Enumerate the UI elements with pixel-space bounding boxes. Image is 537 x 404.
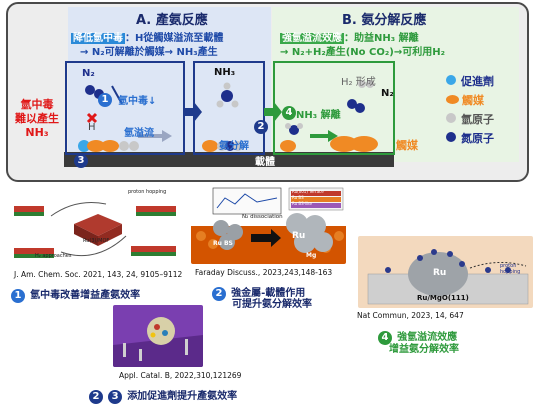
caption-applcatal-badge-b: 3: [108, 390, 123, 404]
step-1-badge: 1: [98, 93, 112, 107]
caption-natcommun-line2: 增益氨分解效率: [389, 344, 459, 355]
arrow-a-to-b: [184, 102, 202, 122]
label-h-spillover: 氫溢流: [124, 128, 154, 139]
green-arrow: [310, 130, 338, 142]
hydrogen-swatch-icon: [446, 113, 456, 123]
fd-mg-label: Mg: [306, 252, 317, 259]
section-a-line2: → N₂可解離於觸媒→ NH₃產生: [80, 47, 218, 58]
catalyst-cluster-1: [78, 140, 139, 152]
caption-jacs-badge: 1: [11, 289, 25, 303]
hydrogen-poison-tag: 降低氫中毒: [71, 33, 125, 44]
legend-item-catalyst: 觸媒: [446, 91, 494, 110]
fd-rubs-label: Ru BS: [213, 240, 233, 247]
legend-item-hydrogen: 氫原子: [446, 110, 494, 129]
step-4-badge: 4: [282, 106, 296, 120]
faraday-figure: [191, 186, 346, 264]
caption-applcatal-text: 添加促進劑提升產氨效率: [127, 391, 238, 402]
catalyst-cluster-3: [280, 136, 378, 152]
applcatal-figure: [113, 305, 203, 367]
caption-applcatal-badge-a: 2: [89, 390, 103, 404]
caption-natcommun: 4 強氫溢流效應: [378, 325, 457, 345]
jacs-h2-label: H₂ approaches: [35, 253, 72, 259]
section-a-line1-rest: ：H從觸媒溢流至載體: [125, 33, 224, 44]
citation-applcatal: Appl. Catal. B, 2022,310,121269: [119, 371, 242, 380]
spillover-tag: 強氫溢流效應: [280, 33, 344, 44]
section-b-line1-rest: ：助益NH₃ 解離: [344, 33, 419, 44]
arrow-down-1: [111, 85, 123, 105]
fd-legend1: Ru(001) Terrace: [292, 189, 324, 194]
section-b-line1: 強氫溢流效應：助益NH₃ 解離: [280, 29, 419, 44]
section-b-title: B. 氨分解反應: [342, 13, 427, 28]
n2-molecule-out: [347, 99, 365, 113]
step-2-badge: 2: [254, 120, 268, 134]
caption-natcommun-line1: 強氫溢流效應: [397, 332, 458, 343]
label-catalyst: 觸媒: [396, 139, 418, 152]
jacs-center-label: Ru(3)/MOF: [83, 238, 110, 244]
citation-faraday: Faraday Discuss., 2023,243,148-163: [195, 268, 333, 277]
section-a-line1: 降低氫中毒：H從觸媒溢流至載體: [71, 29, 223, 44]
label-h: H: [88, 122, 96, 133]
legend-item-promoter: 促進劑: [446, 72, 494, 91]
legend: 促進劑 觸媒 氫原子 氮原子: [446, 72, 494, 148]
spillover-arrow: [138, 130, 172, 142]
fd-legend2: Ru BS: [292, 195, 304, 200]
legend-item-nitrogen: 氮原子: [446, 129, 494, 148]
label-n2-out: N₂: [381, 88, 394, 99]
caption-jacs-text: 氫中毒改善增益產氨效率: [30, 290, 141, 301]
promoter-swatch-icon: [446, 75, 456, 85]
h2-molecule: [358, 80, 374, 88]
caption-applcatal: 2 3 添加促進劑提升產氨效率: [89, 384, 237, 404]
jacs-proton-label: proton hopping: [128, 189, 167, 195]
support-bar: [64, 152, 394, 167]
caption-faraday-badge: 2: [212, 287, 226, 301]
section-a-title: A. 產氨反應: [136, 13, 208, 28]
nh3-molecule: [216, 82, 239, 108]
left-label-line2: 難以產生: [15, 112, 59, 125]
caption-faraday-line2: 可提升氨分解效率: [232, 299, 312, 310]
section-b-line2: → N₂+H₂產生(No CO₂)→可利用H₂: [280, 47, 445, 58]
label-support: 載體: [255, 157, 275, 168]
label-ammonia-decomp: 氨分解: [219, 141, 249, 152]
label-h2-formation: H₂ 形成: [341, 77, 376, 88]
nat-ru-label: Ru: [433, 268, 447, 278]
jacs-figure: [6, 186, 181, 266]
left-label-line1: 氫中毒: [20, 98, 54, 111]
red-x-mark: [86, 112, 98, 124]
fd-legend3: Ru BS-like: [292, 201, 312, 206]
catalyst-cluster-2: [202, 140, 243, 152]
caption-faraday: 2 強金屬-載體作用: [212, 281, 305, 301]
fd-n2-label: N₂ dissociation: [242, 214, 283, 220]
step-3-badge: 3: [74, 154, 88, 168]
label-nh3: NH₃: [214, 67, 236, 78]
caption-faraday-line1: 強金屬-載體作用: [231, 288, 306, 299]
citation-natcommun: Nat Commun, 2023, 14, 647: [357, 311, 464, 320]
nat-support-label: Ru/MgO(111): [417, 294, 469, 302]
label-n2: N₂: [82, 68, 95, 79]
caption-natcommun-badge: 4: [378, 331, 392, 345]
nat-proton-label: proton hopping: [500, 263, 521, 275]
citation-jacs: J. Am. Chem. Soc. 2021, 143, 24, 9105–91…: [14, 270, 183, 279]
nh3-adsorbed: [285, 123, 303, 135]
catalyst-swatch-icon: [446, 95, 459, 104]
fd-ru-label: Ru: [292, 231, 306, 241]
label-nh3-decomp: NH₃ 解離: [296, 110, 341, 121]
natcommun-figure: [358, 236, 533, 308]
reaction-scene: [64, 61, 395, 167]
nitrogen-swatch-icon: [446, 132, 456, 142]
caption-jacs: 1 氫中毒改善增益產氨效率: [11, 283, 140, 303]
left-label-line3: NH₃: [25, 126, 49, 139]
arrow-b-to-c: [264, 102, 282, 122]
label-h-poison: 氫中毒↓: [118, 96, 157, 107]
left-poison-label: 氫中毒 難以產生 NH₃: [12, 98, 62, 140]
